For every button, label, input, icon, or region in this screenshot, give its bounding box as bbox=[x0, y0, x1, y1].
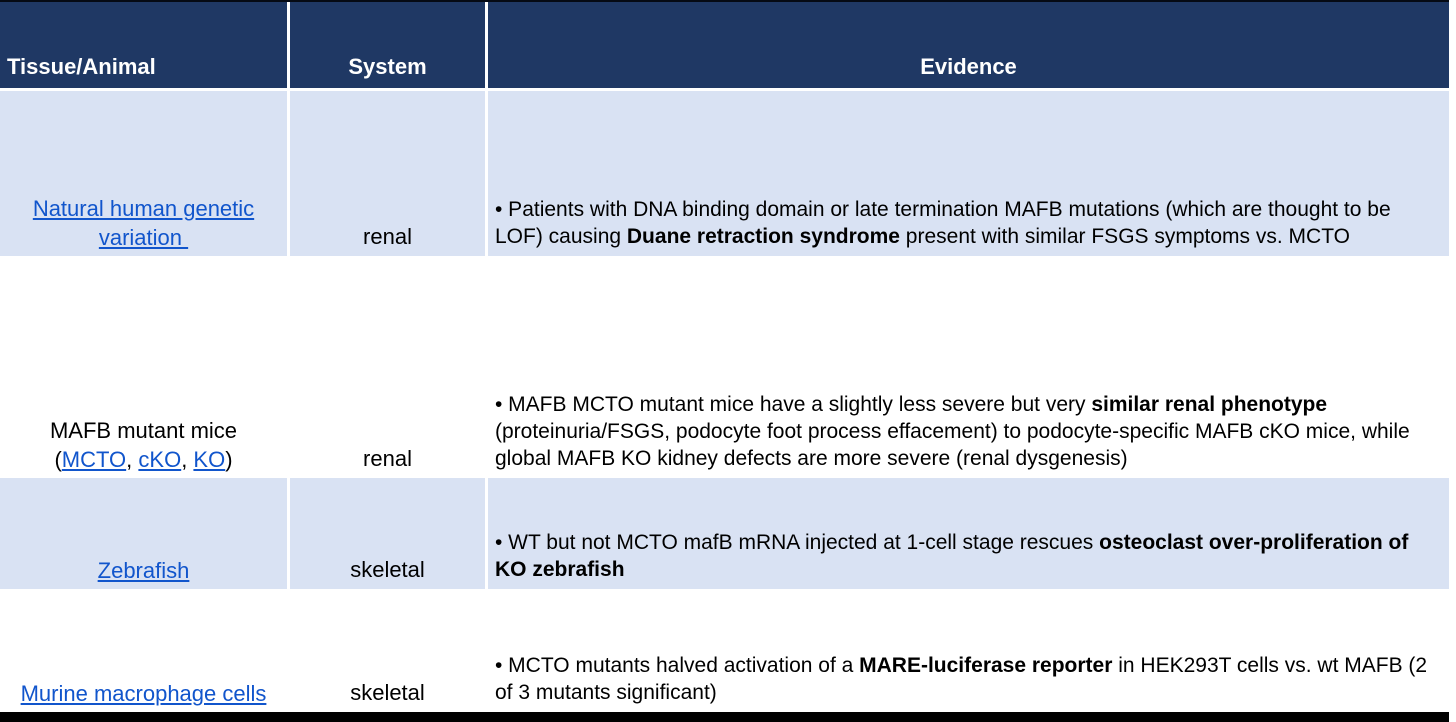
evidence-cell: • Patients with DNA binding domain or la… bbox=[488, 91, 1449, 256]
text-segment: in HEK293T cells vs. wt MAFB (2 of 3 mut… bbox=[495, 653, 1428, 704]
text-segment: , bbox=[126, 446, 139, 472]
tissue-line: Natural human genetic variation bbox=[12, 194, 275, 252]
system-cell: renal bbox=[290, 91, 488, 256]
evidence-cell: • WT but not MCTO mafB mRNA injected at … bbox=[488, 478, 1449, 589]
text-segment: • MCTO mutants halved activation of a bbox=[495, 653, 860, 677]
table-row: Natural human genetic variation renal • … bbox=[0, 91, 1449, 256]
text-segment: osteoclast over-proliferation of KO zebr… bbox=[495, 530, 1409, 581]
text-segment: ( bbox=[54, 446, 62, 472]
link-zebrafish[interactable]: Zebrafish bbox=[97, 557, 190, 583]
system-cell: skeletal bbox=[290, 589, 488, 712]
tissue-line: (MCTO, cKO, KO) bbox=[12, 445, 275, 474]
tissue-line: Zebrafish bbox=[12, 556, 275, 585]
text-segment: (proteinuria/FSGS, podocyte foot process… bbox=[495, 419, 1410, 470]
link-natural-human-genetic-variation[interactable]: Natural human genetic variation bbox=[32, 195, 255, 250]
tissue-line: Murine macrophage cells bbox=[12, 679, 275, 708]
system-cell: renal bbox=[290, 256, 488, 478]
text-segment: similar renal phenotype bbox=[1091, 392, 1328, 416]
table-row: Zebrafish skeletal • WT but not MCTO maf… bbox=[0, 478, 1449, 589]
evidence-cell: • MAFB MCTO mutant mice have a slightly … bbox=[488, 256, 1449, 478]
column-header-tissue-animal: Tissue/Animal bbox=[0, 2, 290, 91]
system-cell: skeletal bbox=[290, 478, 488, 589]
text-segment: • MAFB MCTO mutant mice have a slightly … bbox=[495, 392, 1092, 416]
text-segment: • Patients with DNA binding domain or la… bbox=[495, 197, 1391, 248]
tissue-line: MAFB mutant mice bbox=[12, 416, 275, 445]
text-segment: MAFB mutant mice bbox=[49, 417, 238, 443]
text-segment: Duane retraction syndrome bbox=[626, 224, 900, 248]
link-mcto[interactable]: MCTO bbox=[61, 446, 127, 472]
text-segment: ) bbox=[225, 446, 233, 472]
text-segment: • WT but not MCTO mafB mRNA injected at … bbox=[495, 530, 1100, 554]
tissue-cell: Murine macrophage cells bbox=[0, 589, 290, 712]
text-segment: , bbox=[181, 446, 194, 472]
column-header-evidence: Evidence bbox=[488, 2, 1449, 91]
link-ko[interactable]: KO bbox=[193, 446, 226, 472]
header-row: Tissue/Animal System Evidence bbox=[0, 2, 1449, 91]
tissue-cell: MAFB mutant mice(MCTO, cKO, KO) bbox=[0, 256, 290, 478]
link-murine-macrophage-cells[interactable]: Murine macrophage cells bbox=[20, 680, 267, 706]
tissue-cell: Natural human genetic variation bbox=[0, 91, 290, 256]
table-row: MAFB mutant mice(MCTO, cKO, KO) renal • … bbox=[0, 256, 1449, 478]
text-segment: present with similar FSGS symptoms vs. M… bbox=[899, 224, 1350, 248]
evidence-cell: • MCTO mutants halved activation of a MA… bbox=[488, 589, 1449, 712]
link-cko[interactable]: cKO bbox=[138, 446, 182, 472]
text-segment: MARE-luciferase reporter bbox=[859, 653, 1113, 677]
tissue-cell: Zebrafish bbox=[0, 478, 290, 589]
bottom-border-bar bbox=[0, 712, 1449, 722]
column-header-system: System bbox=[290, 2, 488, 91]
table-row: Murine macrophage cells skeletal • MCTO … bbox=[0, 589, 1449, 712]
